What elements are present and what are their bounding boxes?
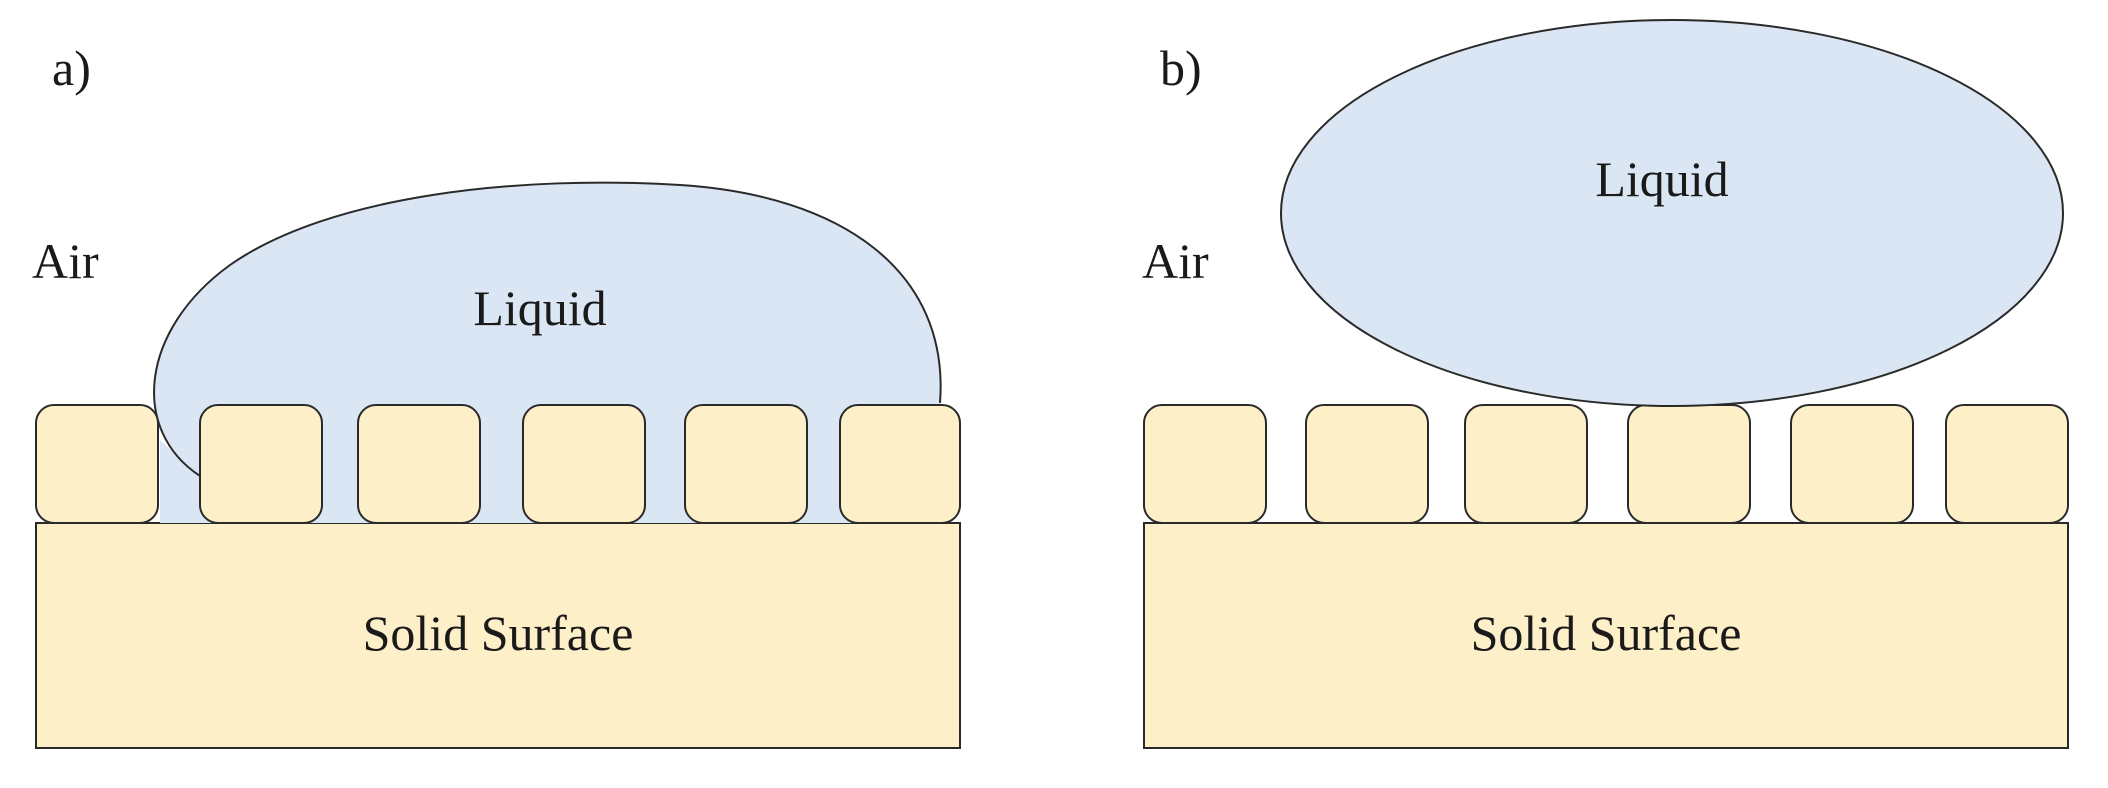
- panel-b-pillar: [1143, 404, 1267, 524]
- panel-a-pillar: [839, 404, 961, 524]
- panel-a-droplet-outline: [153, 181, 942, 477]
- panel-b-liquid-droplet: [1280, 19, 2064, 407]
- panel-a-solid-base: [35, 522, 961, 749]
- panel-b-letter: b): [1160, 40, 1202, 96]
- panel-b-air-label: Air: [1142, 233, 1209, 289]
- panel-a-pillar: [522, 404, 646, 524]
- panel-b-solid-base: [1143, 522, 2069, 749]
- panel-b: b) Air Liquid Solid Surface: [1142, 19, 2069, 749]
- panel-b-pillar: [1305, 404, 1429, 524]
- panel-b-pillar: [1627, 404, 1751, 524]
- panel-b-liquid-label: Liquid: [1595, 151, 1728, 207]
- panel-a: a) Air Liquid Solid Surface: [32, 40, 961, 749]
- panel-b-pillar: [1464, 404, 1588, 524]
- panel-a-pillar: [357, 404, 481, 524]
- panel-b-surface-label: Solid Surface: [1471, 605, 1742, 661]
- panel-b-pillar: [1945, 404, 2069, 524]
- panel-b-pillar: [1790, 404, 1914, 524]
- panel-a-letter: a): [52, 40, 91, 96]
- panel-a-pillar: [35, 404, 159, 524]
- panel-a-air-label: Air: [32, 233, 99, 289]
- panel-a-liquid-label: Liquid: [473, 280, 606, 336]
- panel-a-pillar: [684, 404, 808, 524]
- panel-a-pillar: [199, 404, 323, 524]
- panel-a-surface-label: Solid Surface: [363, 605, 634, 661]
